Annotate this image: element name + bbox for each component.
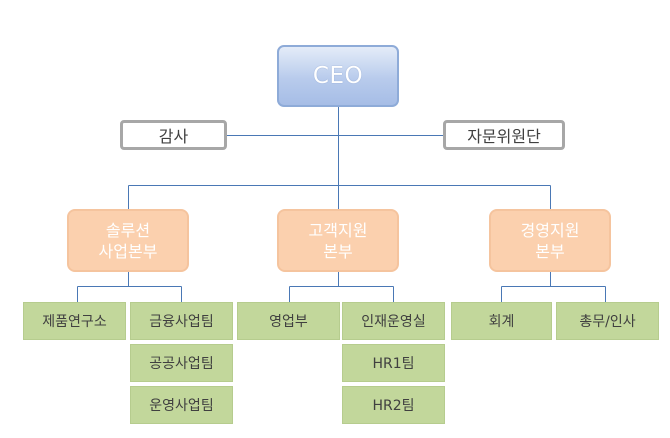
division-solution-node: 솔루션 사업본부 (67, 209, 189, 272)
team-hr1-node: HR1팀 (342, 344, 445, 382)
audit-node: 감사 (120, 120, 227, 150)
division-customer-support-node: 고객지원 본부 (277, 209, 399, 272)
team-sales-node: 영업부 (237, 302, 340, 340)
team-operations-node: 운영사업팀 (130, 386, 233, 424)
team-finance-node: 금융사업팀 (130, 302, 233, 340)
advisory-board-node: 자문위원단 (443, 120, 565, 150)
ceo-node: CEO (277, 45, 399, 107)
team-general-affairs-node: 총무/인사 (556, 302, 659, 340)
team-accounting-node: 회계 (451, 302, 552, 340)
team-talent-office-node: 인재운영실 (342, 302, 445, 340)
team-public-sector-node: 공공사업팀 (130, 344, 233, 382)
team-hr2-node: HR2팀 (342, 386, 445, 424)
team-product-lab-node: 제품연구소 (23, 302, 126, 340)
division-management-support-node: 경영지원 본부 (489, 209, 611, 272)
